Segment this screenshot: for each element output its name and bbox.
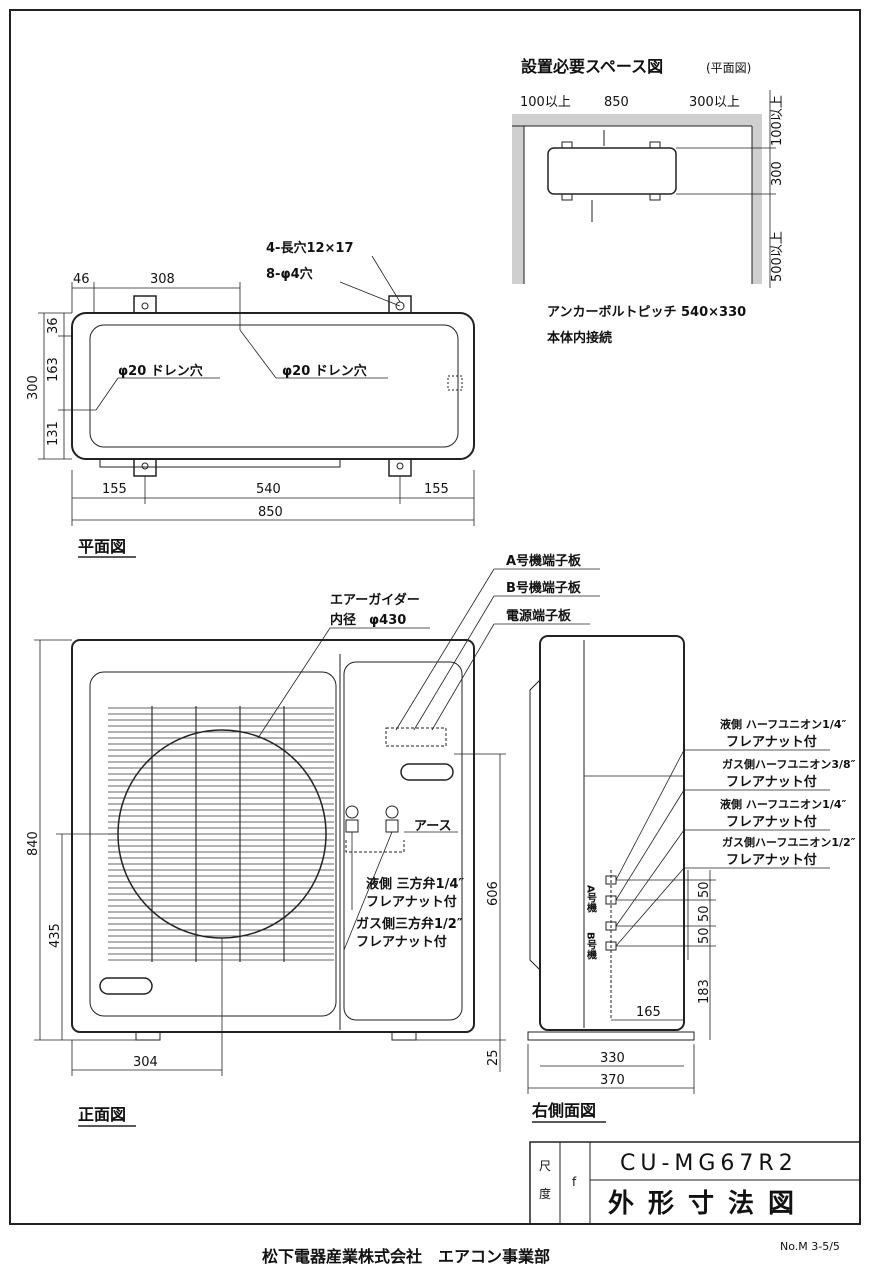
plan-dim-308: 308 <box>150 272 175 287</box>
plan-foot-br <box>388 458 412 477</box>
space-right-wall <box>752 114 762 284</box>
plan-drain-left: φ20 ドレン穴 <box>118 363 203 379</box>
side-ports <box>605 870 617 1020</box>
front-dim-25: 25 <box>486 1049 501 1066</box>
liquid-nut-label: フレアナット付 <box>366 894 457 910</box>
plan-base-rail <box>99 458 341 468</box>
side-callout-4b: フレアナット付 <box>726 852 817 868</box>
space-title: 設置必要スペース図 <box>521 57 663 76</box>
drawing-name: 外形寸法図 <box>608 1189 808 1219</box>
plan-view: 46 308 4-長穴12×17 8-φ4穴 φ20 ドレン穴 φ20 ドレン穴… <box>26 240 475 558</box>
side-callout-1a: 液側 ハーフユニオン1/4″ <box>720 717 846 731</box>
side-dim-50-a: 50 <box>697 881 712 898</box>
model-number: CU-MG67R2 <box>620 1151 798 1176</box>
plan-slot-note: 4-長穴12×17 <box>266 240 354 256</box>
plan-dim-155-right: 155 <box>424 482 449 497</box>
plan-foot-tl <box>133 295 157 314</box>
space-note-connection: 本体内接続 <box>547 330 612 346</box>
plan-dim-46: 46 <box>73 272 90 287</box>
front-grille <box>108 706 334 962</box>
plan-dim-131: 131 <box>46 421 61 446</box>
gas-valve-label: ガス側三方弁1/2″ <box>356 916 463 932</box>
side-dim-183: 183 <box>697 979 712 1004</box>
side-callout-2b: フレアナット付 <box>726 774 817 790</box>
front-left-panel <box>89 671 337 1017</box>
space-dim-side-b: 300 <box>770 161 785 186</box>
front-dim-606: 606 <box>486 881 501 906</box>
plan-unit-body <box>71 312 475 460</box>
installation-space-diagram: 設置必要スペース図 (平面図) 100以上 850 300以上 100以上 30… <box>512 57 785 346</box>
scale-label-1: 尺 <box>539 1159 551 1173</box>
plan-dim-163: 163 <box>46 357 61 382</box>
inner-dia-label: 内径 φ430 <box>330 612 406 628</box>
side-dim-50-c: 50 <box>697 927 712 944</box>
plan-dim-155-left: 155 <box>102 482 127 497</box>
front-dim-435: 435 <box>48 923 63 948</box>
plan-view-title: 平面図 <box>78 537 126 556</box>
space-dim-side-a: 100以上 <box>770 95 785 146</box>
side-view-title: 右側面図 <box>532 1101 596 1120</box>
plan-dim-36: 36 <box>46 317 61 334</box>
company-name: 松下電器産業株式会社 エアコン事業部 <box>262 1247 550 1266</box>
side-a-unit: A号機 <box>585 885 597 914</box>
space-unit-outline <box>547 147 677 195</box>
side-unit-body <box>539 635 685 1031</box>
scale-value: f <box>572 1175 577 1189</box>
side-base-plate <box>527 1031 695 1041</box>
side-callout-2a: ガス側ハーフユニオン3/8″ <box>722 757 856 771</box>
service-valves <box>345 805 405 853</box>
side-dim-370: 370 <box>600 1073 625 1088</box>
plan-hole-note: 8-φ4穴 <box>266 266 313 282</box>
terminal-power-label: 電源端子板 <box>506 608 572 624</box>
liquid-valve-label: 液側 三方弁1/4″ <box>366 876 464 892</box>
title-block: 尺 度 f CU-MG67R2 外形寸法図 <box>529 1141 861 1225</box>
space-dim-right: 300以上 <box>689 95 740 110</box>
plan-dim-850: 850 <box>258 505 283 520</box>
sheet-border <box>9 9 861 1225</box>
front-handle-right <box>400 763 454 781</box>
plan-foot-tr <box>388 295 412 314</box>
terminal-a-label: A号機端子板 <box>506 553 582 569</box>
front-dim-304: 304 <box>133 1055 158 1070</box>
right-side-view: A号機 B号機 液側 ハーフユニオン1/4″ フレアナット付 ガス側ハーフユニオ… <box>527 635 856 1123</box>
front-handle-left <box>99 977 153 995</box>
air-guide-label: エアーガイダー <box>330 592 420 608</box>
document-number: No.M 3-5/5 <box>780 1240 840 1253</box>
space-title-small: (平面図) <box>706 61 751 75</box>
side-b-unit: B号機 <box>585 932 597 960</box>
side-dim-330: 330 <box>600 1051 625 1066</box>
terminal-b-label: B号機端子板 <box>506 580 582 596</box>
plan-dim-540: 540 <box>256 482 281 497</box>
plan-dim-300: 300 <box>26 375 41 400</box>
front-view: アース エアーガイダー 内径 φ430 A号機端子板 B号機端子板 電源端子板 … <box>26 553 600 1127</box>
side-callout-1b: フレアナット付 <box>726 734 817 750</box>
front-dim-840: 840 <box>26 831 41 856</box>
gas-nut-label: フレアナット付 <box>356 934 447 950</box>
scale-label-2: 度 <box>539 1186 551 1201</box>
space-note-anchor: アンカーボルトピッチ 540×330 <box>547 304 746 320</box>
plan-drain-right: φ20 ドレン穴 <box>282 363 367 379</box>
side-dim-165: 165 <box>636 1005 661 1020</box>
earth-label: アース <box>414 819 452 834</box>
plan-inner-panel <box>89 324 459 448</box>
side-callout-4a: ガス側ハーフユニオン1/2″ <box>722 835 856 849</box>
front-right-panel <box>343 661 463 1021</box>
space-top-wall <box>512 114 762 126</box>
terminal-box <box>385 727 447 747</box>
side-dim-50-b: 50 <box>697 905 712 922</box>
front-view-title: 正面図 <box>78 1105 126 1124</box>
space-left-wall <box>512 114 524 284</box>
side-callout-3b: フレアナット付 <box>726 814 817 830</box>
space-dim-left: 100以上 <box>520 95 571 110</box>
front-unit-body <box>71 639 475 1033</box>
space-dim-width: 850 <box>604 95 629 110</box>
space-dim-side-c: 500以上 <box>770 231 785 282</box>
side-callout-3a: 液側 ハーフユニオン1/4″ <box>720 797 846 811</box>
